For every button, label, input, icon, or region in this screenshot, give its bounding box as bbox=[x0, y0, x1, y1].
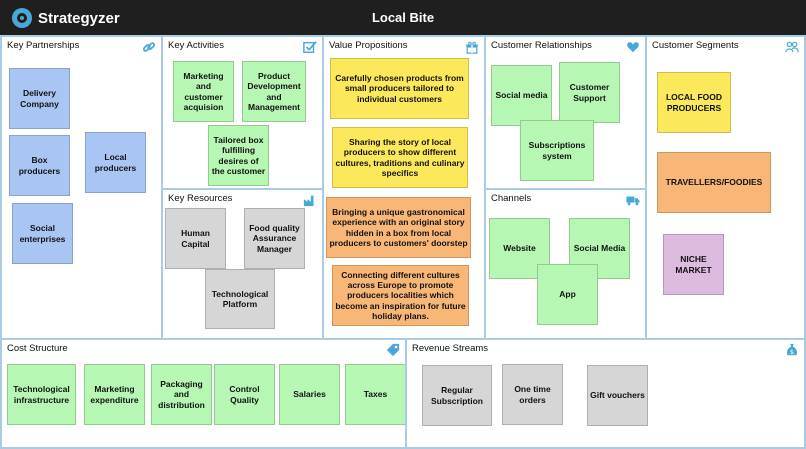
block-title: Customer Segments bbox=[652, 40, 739, 51]
strategyzer-logo-icon bbox=[12, 8, 32, 28]
sticky-note[interactable]: Regular Subscription bbox=[422, 365, 492, 426]
people-icon bbox=[785, 41, 799, 53]
brand-name: Strategyzer bbox=[38, 9, 120, 27]
block-title: Cost Structure bbox=[7, 343, 68, 354]
gift-icon bbox=[466, 41, 478, 54]
sticky-note[interactable]: Tailored box fulfilling desires of the c… bbox=[208, 125, 269, 186]
money-bag-icon: $ bbox=[786, 343, 798, 356]
factory-icon bbox=[303, 195, 314, 207]
svg-text:$: $ bbox=[790, 349, 794, 356]
sticky-note[interactable]: Delivery Company bbox=[9, 68, 70, 129]
sticky-note[interactable]: Salaries bbox=[279, 364, 340, 425]
sticky-note[interactable]: Control Quality bbox=[214, 364, 275, 425]
sticky-note[interactable]: One time orders bbox=[502, 364, 563, 425]
sticky-note[interactable]: Product Development and Management bbox=[242, 61, 306, 122]
sticky-note[interactable]: Connecting different cultures across Eur… bbox=[332, 265, 469, 326]
heart-icon bbox=[627, 42, 639, 53]
block-title: Key Partnerships bbox=[7, 40, 80, 51]
block-title: Value Propositions bbox=[329, 40, 408, 51]
block-title: Key Resources bbox=[168, 193, 233, 204]
sticky-note[interactable]: Marketing expenditure bbox=[84, 364, 145, 425]
sticky-note[interactable]: TRAVELLERS/FOODIES bbox=[657, 152, 771, 213]
sticky-note[interactable]: Taxes bbox=[345, 364, 406, 425]
block-title: Key Activities bbox=[168, 40, 224, 51]
sticky-note[interactable]: Human Capital bbox=[165, 208, 226, 269]
top-bar: Strategyzer Local Bite bbox=[0, 0, 806, 35]
truck-icon bbox=[626, 196, 640, 206]
block-title: Channels bbox=[491, 193, 532, 204]
canvas-title[interactable]: Local Bite bbox=[371, 10, 435, 25]
block-title: Revenue Streams bbox=[412, 343, 489, 354]
strategyzer-logo[interactable]: Strategyzer bbox=[12, 7, 120, 29]
sticky-note[interactable]: Bringing a unique gastronomical experien… bbox=[326, 197, 471, 258]
link-icon bbox=[142, 42, 156, 52]
sticky-note[interactable]: App bbox=[537, 264, 598, 325]
sticky-note[interactable]: Technological infrastructure bbox=[7, 364, 76, 425]
sticky-note[interactable]: Carefully chosen products from small pro… bbox=[330, 58, 469, 119]
sticky-note[interactable]: Sharing the story of local producers to … bbox=[332, 127, 468, 188]
sticky-note[interactable]: Social enterprises bbox=[12, 203, 73, 264]
sticky-note[interactable]: Local producers bbox=[85, 132, 146, 193]
sticky-note[interactable]: NICHE MARKET bbox=[663, 234, 724, 295]
sticky-note[interactable]: Gift vouchers bbox=[587, 365, 648, 426]
sticky-note[interactable]: Food quality Assurance Manager bbox=[244, 208, 305, 269]
sticky-note[interactable]: Customer Support bbox=[559, 62, 620, 123]
sticky-note[interactable]: Box producers bbox=[9, 135, 70, 196]
checkbox-icon bbox=[303, 41, 317, 53]
sticky-note[interactable]: LOCAL FOOD PRODUCERS bbox=[657, 72, 731, 133]
sticky-note[interactable]: Technological Platform bbox=[205, 269, 275, 329]
sticky-note[interactable]: Social media bbox=[491, 65, 552, 126]
tag-icon bbox=[386, 343, 400, 357]
sticky-note[interactable]: Subscriptions system bbox=[520, 120, 594, 181]
sticky-note[interactable]: Packaging and distribution bbox=[151, 364, 212, 425]
block-title: Customer Relationships bbox=[491, 40, 592, 51]
sticky-note[interactable]: Marketing and customer acquision bbox=[173, 61, 234, 122]
